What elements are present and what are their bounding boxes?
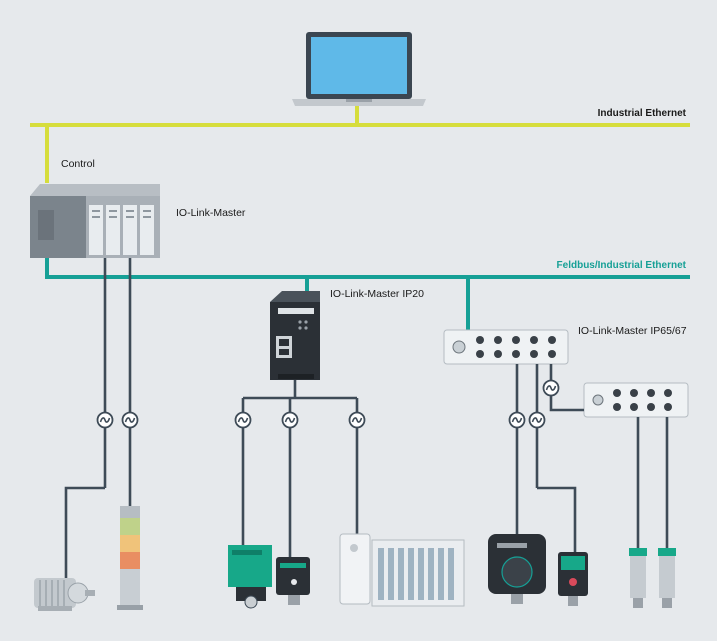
field-module-icon xyxy=(443,329,569,365)
io-link-symbol xyxy=(281,411,299,429)
plc-rack-icon xyxy=(30,184,160,258)
io-link-symbol xyxy=(234,411,252,429)
io-link-master-ip6567-label: IO-Link-Master IP65/67 xyxy=(578,325,687,337)
encoder-icon xyxy=(488,534,546,604)
laptop-icon xyxy=(292,32,426,106)
io-link-symbol xyxy=(348,411,366,429)
io-link-symbol xyxy=(121,411,139,429)
din-rail-module-icon xyxy=(270,291,320,380)
io-link-symbol xyxy=(528,411,546,429)
io-link-master-ip20-label: IO-Link-Master IP20 xyxy=(330,288,424,300)
valve-terminal-icon xyxy=(339,533,465,607)
io-link-master-label: IO-Link-Master xyxy=(176,207,246,219)
field-module-icon xyxy=(583,382,689,418)
io-link-lines-ip20 xyxy=(241,380,359,557)
control-label: Control xyxy=(61,158,95,170)
io-link-symbols xyxy=(96,379,560,429)
industrial-ethernet-label: Industrial Ethernet xyxy=(598,108,687,119)
fieldbus-line xyxy=(45,258,690,330)
io-link-symbol xyxy=(96,411,114,429)
photoelectric-sensor-icon xyxy=(276,557,310,605)
fieldbus-label: Feldbus/Industrial Ethernet xyxy=(557,260,687,271)
signal-tower-icon xyxy=(117,506,143,610)
io-link-symbol xyxy=(542,379,560,397)
cylindrical-sensor-icon xyxy=(629,548,647,608)
io-link-symbol xyxy=(508,411,526,429)
optical-sensor-icon xyxy=(558,552,588,606)
inductive-sensor-icon xyxy=(228,545,272,609)
io-link-lines-plc xyxy=(64,258,132,578)
cylindrical-sensor-icon xyxy=(658,548,676,608)
motor-icon xyxy=(34,578,95,611)
industrial-ethernet-bus xyxy=(30,106,690,183)
